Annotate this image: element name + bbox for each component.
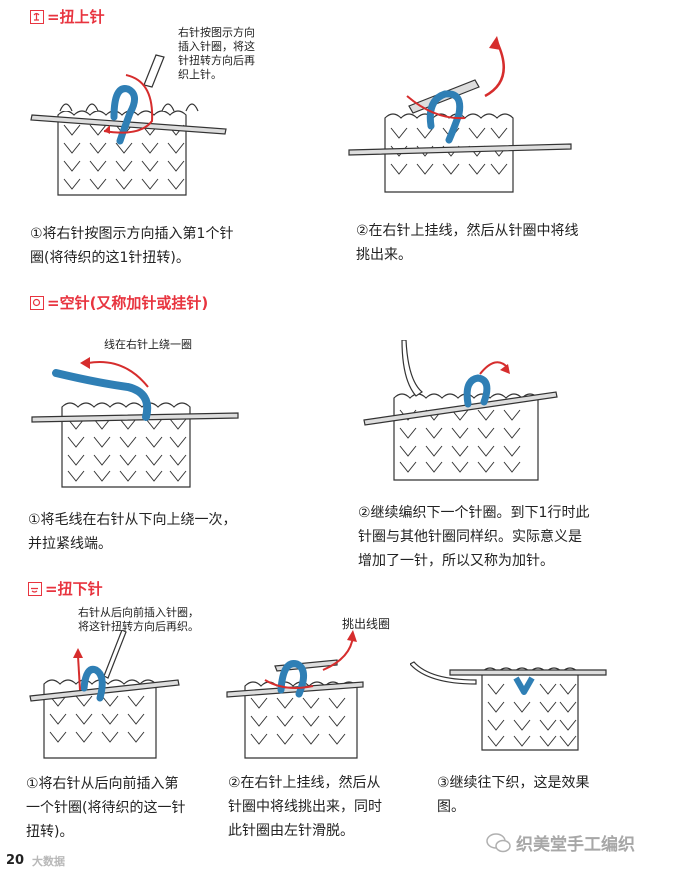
caption-line: ②继续编织下一个针圈。到下1行时此 xyxy=(358,505,590,521)
section-title-twisted-knit: =扭上针 xyxy=(30,6,105,27)
caption-line: 针圈中将线挑出来，同时 xyxy=(228,799,382,815)
caption-line: 此针圈由左针滑脱。 xyxy=(228,823,354,839)
yarn-strand xyxy=(143,54,165,88)
caption-twisted-purl-step3: ③继续往下织，这是效果 图。 xyxy=(437,771,590,819)
section-title-twisted-purl: =扭下针 xyxy=(28,578,103,599)
knitting-needle xyxy=(31,412,239,423)
caption-yarn-over-step1: ①将毛线在右针从下向上绕一次， 并拉紧线端。 xyxy=(28,508,237,556)
note-line: 右针从后向前插入针圈， xyxy=(78,606,199,619)
red-arrow xyxy=(264,679,314,689)
red-arrow xyxy=(406,95,466,120)
section-title-text: =扭上针 xyxy=(47,8,105,26)
caption-twisted-purl-step1: ①将右针从后向前插入第 一个针圈(将待织的这一针 扭转)。 xyxy=(26,772,185,844)
symbol-twisted-purl-icon xyxy=(28,581,42,596)
blue-loop xyxy=(277,660,307,698)
caption-line: ②在右针上挂线，然后从 xyxy=(228,775,381,791)
page-number: 20 xyxy=(6,853,25,868)
figure-twisted-knit-step2 xyxy=(348,36,572,193)
note-line: 织上针。 xyxy=(178,68,222,81)
figure-twisted-purl-step1 xyxy=(29,630,180,759)
caption-twisted-knit-step2: ②在右针上挂线，然后从针圈中将线 挑出来。 xyxy=(356,219,579,267)
blue-yarn xyxy=(52,369,152,421)
caption-line: 并拉紧线端。 xyxy=(28,536,112,552)
blue-loop xyxy=(426,90,464,144)
caption-line: 图。 xyxy=(437,799,465,815)
caption-twisted-purl-step2: ②在右针上挂线，然后从 针圈中将线挑出来，同时 此针圈由左针滑脱。 xyxy=(228,771,382,843)
arrow-up-icon xyxy=(489,36,501,50)
note-yarn-over: 线在右针上绕一圈 xyxy=(104,338,192,351)
caption-line: 一个针圈(将待织的这一针 xyxy=(26,800,186,816)
wechat-icon xyxy=(486,832,511,852)
knitting-needle xyxy=(363,391,558,426)
caption-line: 扭转)。 xyxy=(26,824,74,840)
section-title-text: =空针(又称加针或挂针) xyxy=(47,294,209,312)
section-title-text: =扭下针 xyxy=(45,580,103,598)
yarn-strand xyxy=(410,661,477,685)
red-arrow xyxy=(77,655,81,691)
note-line: 插入针圈，将这 xyxy=(178,40,255,53)
note-line: 针扭转方向后再 xyxy=(178,54,255,67)
knitting-needle xyxy=(226,681,364,698)
arrow-up-icon xyxy=(347,630,357,642)
figure-yarn-over-step2 xyxy=(363,340,558,481)
note-line: 右针按图示方向 xyxy=(178,26,255,39)
caption-line: 针圈与其他针圈同样织。实际意义是 xyxy=(358,529,582,545)
caption-line: ③继续往下织，这是效果 xyxy=(437,775,590,791)
symbol-twisted-knit-icon xyxy=(30,9,44,24)
symbol-yarn-over-icon xyxy=(30,295,44,310)
knitting-needle xyxy=(348,143,572,156)
caption-line: 增加了一针，所以又称为加针。 xyxy=(358,553,554,569)
figure-yarn-over-step1 xyxy=(31,357,239,488)
yarn-strand xyxy=(401,340,423,397)
watermark-text: 织美堂手工编织 xyxy=(516,835,635,855)
caption-line: 挑出来。 xyxy=(356,247,412,263)
caption-twisted-knit-step1: ①将右针按图示方向插入第1个针 圈(将待织的这1针扭转)。 xyxy=(30,222,233,270)
red-arrow xyxy=(103,74,154,134)
caption-line: ①将右针按图示方向插入第1个针 xyxy=(30,226,234,242)
note-line: 将这针扭转方向后再织。 xyxy=(78,620,199,633)
figure-twisted-purl-step2 xyxy=(226,630,364,759)
figure-twisted-purl-step3 xyxy=(410,661,607,751)
caption-line: ①将毛线在右针从下向上绕一次， xyxy=(28,512,237,528)
note-twisted-purl: 右针从后向前插入针圈， 将这针扭转方向后再织。 xyxy=(78,606,199,634)
caption-yarn-over-step2: ②继续编织下一个针圈。到下1行时此 针圈与其他针圈同样织。实际意义是 增加了一针… xyxy=(358,501,589,573)
section-title-yarn-over: =空针(又称加针或挂针) xyxy=(30,292,208,313)
pull-loop-label: 挑出线圈 xyxy=(342,617,391,631)
knitting-needle xyxy=(449,669,607,676)
caption-line: ①将右针从后向前插入第 xyxy=(26,776,179,792)
caption-line: 圈(将待织的这1针扭转)。 xyxy=(30,250,190,266)
blue-stitch xyxy=(513,676,535,695)
note-twisted-knit: 右针按图示方向 插入针圈，将这 针扭转方向后再 织上针。 xyxy=(178,26,255,82)
blue-loop xyxy=(80,665,106,702)
blue-loop xyxy=(463,374,491,408)
figure-twisted-knit-step1 xyxy=(30,54,227,196)
watermark-right: 织美堂手工编织 xyxy=(486,830,635,855)
yarn-strand xyxy=(103,630,127,679)
blue-loop xyxy=(110,85,138,145)
watermark-left: 大数据 xyxy=(32,855,65,868)
red-arrow xyxy=(87,361,149,388)
caption-line: ②在右针上挂线，然后从针圈中将线 xyxy=(356,223,579,239)
